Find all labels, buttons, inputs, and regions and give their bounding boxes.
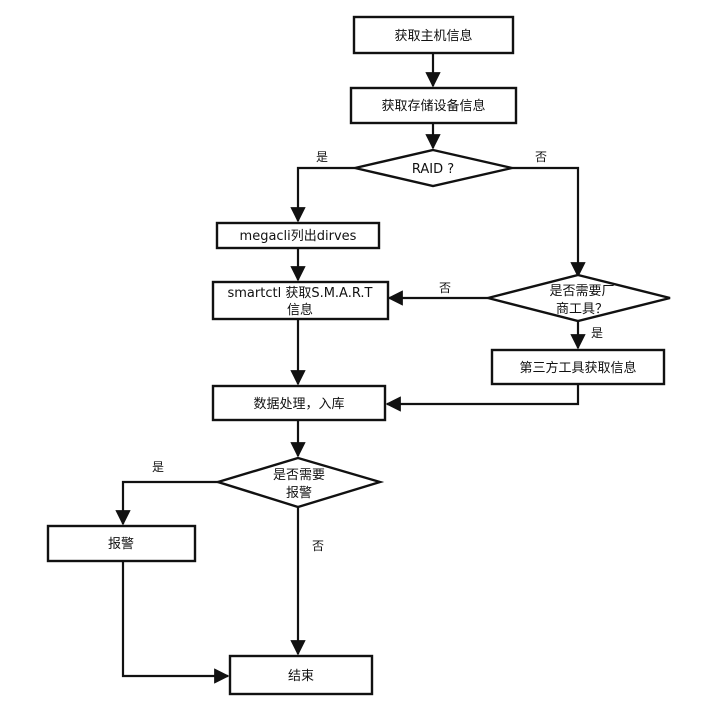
- node-alarm: 报警: [46, 524, 197, 563]
- node-end-label: 结束: [288, 669, 314, 684]
- node-vendor-decision-label-line2: 商工具？: [556, 302, 608, 317]
- node-smartctl-label-line2: 信息: [287, 302, 313, 318]
- node-smartctl: smartctl 获取S.M.A.R.T 信息: [211, 280, 390, 321]
- node-get-storage-info: 获取存储设备信息: [349, 86, 518, 125]
- node-alarm-decision-label-line1: 是否需要: [273, 468, 325, 483]
- node-vendor-decision-label-line1: 是否需要厂: [549, 284, 614, 299]
- node-smartctl-label-line1: smartctl 获取S.M.A.R.T: [227, 286, 372, 301]
- node-raid-decision: RAID ?: [354, 148, 513, 188]
- node-third-party-label: 第三方工具获取信息: [519, 360, 636, 376]
- node-megacli-label: megacli列出dirves: [240, 229, 357, 244]
- node-alarm-label: 报警: [108, 536, 134, 552]
- edge-thirdparty-to-process: [385, 384, 580, 412]
- edge-label-alarm-no: 否: [312, 539, 324, 553]
- node-process-store: 数据处理，入库: [211, 384, 387, 422]
- edge-label-raid-yes: 是: [316, 150, 328, 164]
- node-alarm-decision: 是否需要 报警: [213, 456, 385, 509]
- edge-label-alarm-yes: 是: [152, 460, 164, 474]
- node-raid-decision-label: RAID ?: [412, 162, 454, 177]
- edge-alarm-to-end: [121, 561, 230, 684]
- edge-label-vendor-no: 否: [439, 281, 451, 295]
- node-alarm-decision-label-line2: 报警: [286, 485, 312, 501]
- edge-label-raid-no: 否: [535, 150, 547, 164]
- edge-raid-yes: [290, 166, 355, 223]
- node-vendor-decision: 是否需要厂 商工具？: [487, 273, 671, 323]
- node-get-host-info: 获取主机信息: [352, 15, 515, 55]
- node-process-store-label: 数据处理，入库: [253, 396, 344, 412]
- node-get-storage-info-label: 获取存储设备信息: [381, 98, 485, 114]
- edge-alarm-yes: [115, 480, 220, 526]
- edge-label-vendor-yes: 是: [591, 326, 603, 340]
- node-megacli: megacli列出dirves: [215, 221, 381, 250]
- node-get-host-info-label: 获取主机信息: [394, 28, 472, 44]
- node-third-party: 第三方工具获取信息: [490, 348, 666, 386]
- node-end: 结束: [228, 654, 374, 696]
- edge-raid-no: [512, 166, 586, 278]
